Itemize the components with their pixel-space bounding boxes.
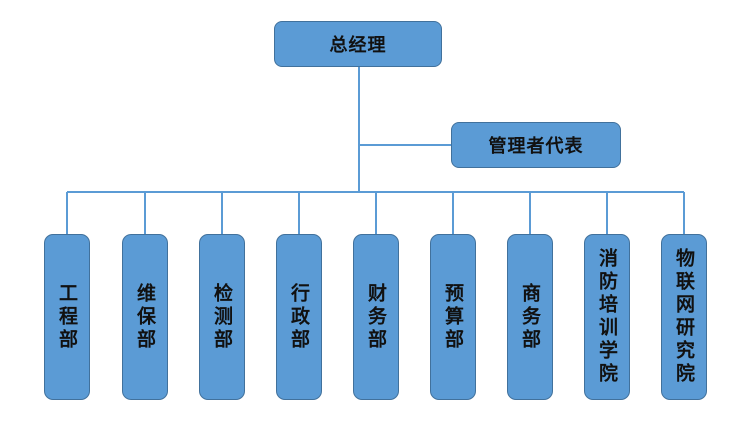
dept-box-budget: 预算部: [430, 234, 476, 400]
root-box-general-manager: 总经理: [274, 21, 442, 67]
dept-label: 预算部: [442, 282, 464, 352]
dept-label: 物联网研究院: [673, 248, 695, 386]
dept-label: 工程部: [56, 282, 78, 352]
dept-box-iot-research-institute: 物联网研究院: [661, 234, 707, 400]
dept-box-administration: 行政部: [276, 234, 322, 400]
representative-label: 管理者代表: [488, 136, 584, 157]
dept-box-business: 商务部: [507, 234, 553, 400]
dept-label: 检测部: [211, 282, 233, 352]
dept-label: 行政部: [288, 282, 310, 352]
dept-box-inspection: 检测部: [199, 234, 245, 400]
dept-box-finance: 财务部: [353, 234, 399, 400]
dept-label: 维保部: [134, 282, 156, 352]
dept-label: 财务部: [365, 282, 387, 352]
dept-label: 消防培训学院: [596, 248, 618, 386]
representative-box: 管理者代表: [451, 122, 621, 168]
dept-box-fire-training-institute: 消防培训学院: [584, 234, 630, 400]
root-label: 总经理: [329, 35, 387, 56]
dept-box-maintenance: 维保部: [122, 234, 168, 400]
dept-box-engineering: 工程部: [44, 234, 90, 400]
dept-label: 商务部: [519, 282, 541, 352]
